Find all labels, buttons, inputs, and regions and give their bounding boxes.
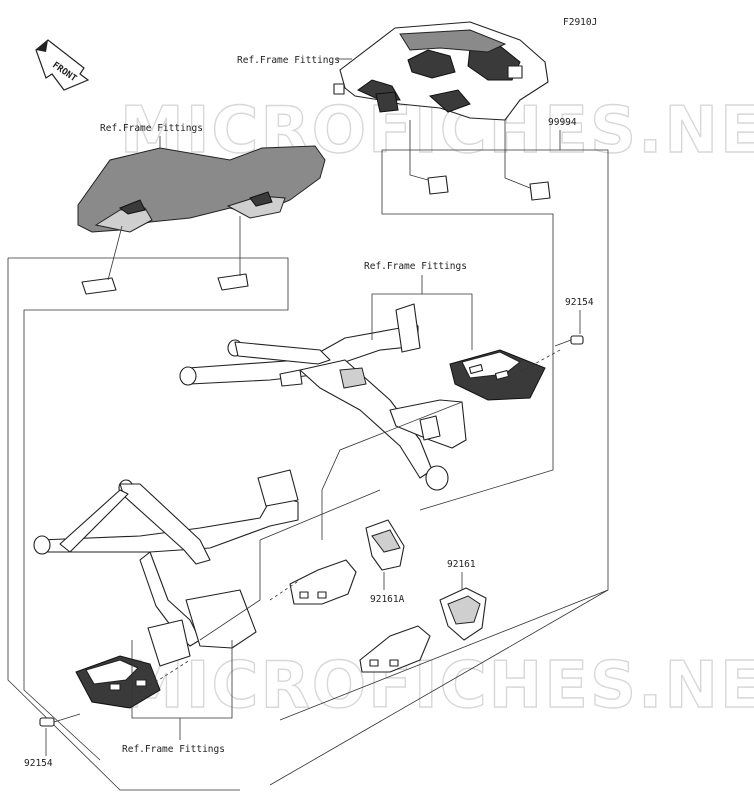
part-number-99994: 99994 (548, 117, 577, 128)
slider-block-92161 (439, 587, 487, 641)
tail-frame-cover (77, 145, 326, 233)
part-number-92154-left: 92154 (24, 758, 53, 769)
rear-frame-casting (333, 21, 549, 121)
part-number-92154-right: 92154 (565, 297, 594, 308)
figure-code: F2910J (563, 17, 597, 28)
front-rack-frame (33, 469, 299, 667)
bolt-92154-left (39, 713, 81, 727)
ref-frame-label-left: Ref.Frame Fittings (100, 123, 203, 134)
slider-block-92161A (365, 519, 405, 571)
front-arrow-icon: FRONT (35, 39, 90, 91)
ref-frame-label-bottom: Ref.Frame Fittings (122, 744, 225, 755)
rear-rack-frame (179, 303, 467, 491)
bolt-92154-right (554, 335, 584, 347)
slider-mount-92161 (359, 625, 431, 673)
rubber-pad-top-left (427, 175, 449, 195)
ref-frame-label-top: Ref.Frame Fittings (237, 55, 340, 66)
right-slider-bracket (449, 349, 546, 401)
part-number-92161: 92161 (447, 559, 476, 570)
rubber-pad-left-a (81, 277, 117, 295)
ref-frame-label-mid: Ref.Frame Fittings (364, 261, 467, 272)
part-number-92161A: 92161A (370, 594, 405, 605)
rubber-pad-left-b (217, 273, 249, 291)
watermark-bottom: MICROFICHES.NET (120, 649, 754, 723)
slider-mount-92161A (289, 559, 357, 605)
rubber-pad-top-right (529, 181, 551, 201)
